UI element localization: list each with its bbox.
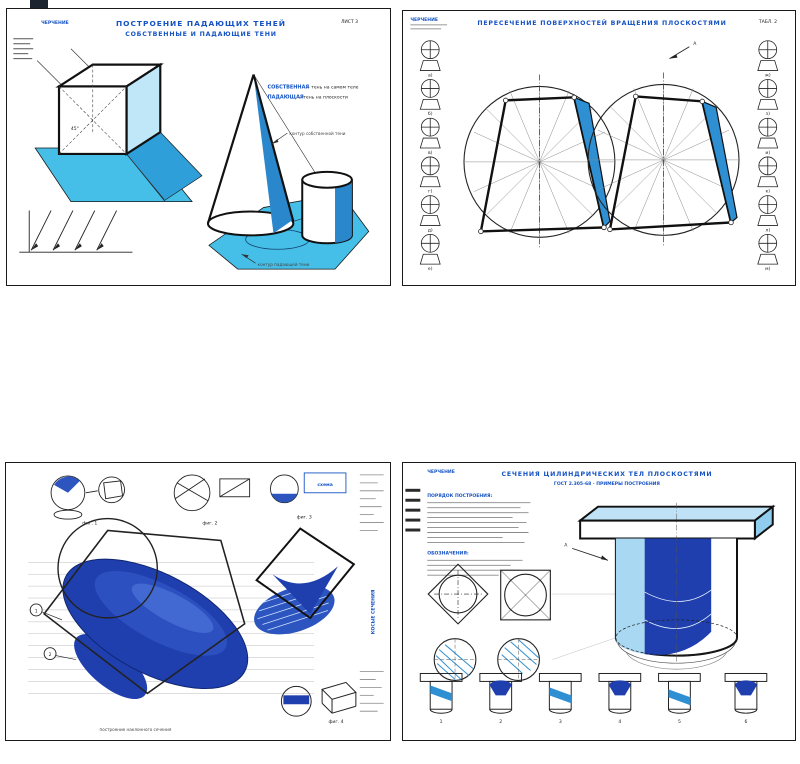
svg-text:е): е) xyxy=(428,266,433,272)
plate-subtitle: ГОСТ 2.305-68 · ПРИМЕРЫ ПОСТРОЕНИЯ xyxy=(554,481,660,487)
bottom-row-figures xyxy=(419,672,768,714)
right-mini-captions: ж) з) и) к) л) м) xyxy=(765,73,771,273)
side-vertical-label: КОСЫЕ СЕЧЕНИЯ xyxy=(371,589,377,634)
plate-shadows: ЧЕРЧЕНИЕ ЛИСТ 3 ПОСТРОЕНИЕ ПАДАЮЩИХ ТЕНЕ… xyxy=(6,8,391,286)
callouts: контур собственной тени контур падающей … xyxy=(241,131,346,267)
left-mini-captions: а) б) в) г) д) е) xyxy=(428,73,433,273)
svg-text:б): б) xyxy=(428,111,433,117)
label-own-shadow: контур собственной тени xyxy=(289,131,345,136)
plate-title-line1: ПОСТРОЕНИЕ ПАДАЮЩИХ ТЕНЕЙ xyxy=(116,19,286,28)
label-cast-shadow: контур падающей тени xyxy=(258,262,310,267)
cylinder-sections-drawing: ЧЕРЧЕНИЕ СЕЧЕНИЯ ЦИЛИНДРИЧЕСКИХ ТЕЛ ПЛОС… xyxy=(405,469,776,725)
plate-title: ПЕРЕСЕЧЕНИЕ ПОВЕРХНОСТЕЙ ВРАЩЕНИЯ ПЛОСКО… xyxy=(477,18,726,27)
bottom-row-captions: 1 2 3 4 5 6 xyxy=(440,719,748,725)
view-arrow: А xyxy=(669,41,697,60)
top-caption-2: фиг. 2 xyxy=(202,521,217,527)
top-group-1 xyxy=(50,475,125,520)
svg-text:1: 1 xyxy=(440,719,443,725)
svg-text:5: 5 xyxy=(678,719,681,725)
cone-cylinder-figure xyxy=(206,74,370,270)
light-direction-diagram xyxy=(19,210,133,253)
sheet-note: ЛИСТ 3 xyxy=(341,19,358,25)
hatched-circle-1 xyxy=(433,638,477,681)
cylinder-base-circle xyxy=(57,517,158,619)
right-cone-construction xyxy=(587,72,740,248)
table-note: ТАБЛ. 2 xyxy=(758,19,777,25)
svg-text:1: 1 xyxy=(35,608,38,614)
view-arrow-label: А xyxy=(693,41,697,47)
cube-shadow-figure: 45° xyxy=(34,48,203,203)
svg-text:3: 3 xyxy=(559,719,562,725)
square-circle-figure xyxy=(500,569,551,621)
shadows-drawing: ЧЕРЧЕНИЕ ЛИСТ 3 ПОСТРОЕНИЕ ПАДАЮЩИХ ТЕНЕ… xyxy=(13,19,370,270)
para2-lines xyxy=(427,559,523,576)
svg-text:л): л) xyxy=(765,227,770,233)
note-box-label: схема xyxy=(317,483,333,488)
diamond-circle-figure xyxy=(427,563,489,625)
svg-text:2: 2 xyxy=(49,652,52,658)
margin-bars xyxy=(405,488,421,532)
para2-heading: ОБОЗНАЧЕНИЯ: xyxy=(427,550,469,556)
right-mini-figures xyxy=(757,40,779,265)
mini-figure-bottom-right xyxy=(280,681,357,717)
prism-outline xyxy=(43,529,246,695)
legend-text-cast: — тень на плоскости xyxy=(297,95,348,100)
legend-term-own: СОБСТВЕННАЯ xyxy=(268,84,310,90)
plate-cylinder-sections: ЧЕРЧЕНИЕ СЕЧЕНИЯ ЦИЛИНДРИЧЕСКИХ ТЕЛ ПЛОС… xyxy=(402,462,796,741)
svg-text:а): а) xyxy=(428,73,433,79)
corner-note: ЧЕРЧЕНИЕ xyxy=(410,17,438,23)
para1-lines xyxy=(427,502,531,543)
tilted-prism-figure xyxy=(254,527,356,635)
legend-term-cast: ПАДАЮЩАЯ xyxy=(268,94,304,100)
right-margin-lines xyxy=(359,474,384,712)
legend-text-own: — тень на самом теле xyxy=(305,85,358,90)
svg-text:2: 2 xyxy=(499,719,502,725)
mini-caption: фиг. 4 xyxy=(328,719,343,725)
scan-artifact xyxy=(30,0,48,9)
cube-angle-label: 45° xyxy=(71,126,79,132)
svg-text:в): в) xyxy=(428,150,433,156)
oblique-sections-drawing: фиг. 1 фиг. 2 схема фиг. 3 xyxy=(28,472,384,732)
plate-oblique-sections: фиг. 1 фиг. 2 схема фиг. 3 xyxy=(5,462,391,741)
top-group-3 xyxy=(270,472,347,504)
svg-text:з): з) xyxy=(766,111,770,117)
header-lines xyxy=(410,24,448,30)
bottom-caption: построение наклонного сечения xyxy=(100,727,172,732)
cone-sections-drawing: ЧЕРЧЕНИЕ ПЕРЕСЕЧЕНИЕ ПОВЕРХНОСТЕЙ ВРАЩЕН… xyxy=(410,17,779,273)
para1-heading: ПОРЯДОК ПОСТРОЕНИЯ: xyxy=(427,493,492,499)
corner-note: ЧЕРЧЕНИЕ xyxy=(427,469,455,475)
svg-text:4: 4 xyxy=(618,719,621,725)
svg-text:м): м) xyxy=(765,266,770,272)
oblique-section-body xyxy=(62,558,249,700)
left-mini-figures xyxy=(419,40,441,265)
plate-title-line2: СОБСТВЕННЫЕ И ПАДАЮЩИЕ ТЕНИ xyxy=(125,31,277,38)
top-caption-3: фиг. 3 xyxy=(297,515,312,521)
svg-text:6: 6 xyxy=(744,719,747,725)
left-cone-construction xyxy=(463,74,616,250)
svg-text:г): г) xyxy=(428,189,432,195)
svg-text:д): д) xyxy=(428,227,433,233)
top-caption-1: фиг. 1 xyxy=(82,521,97,527)
margin-text-lines xyxy=(13,38,34,60)
main-cut-figure: А xyxy=(552,502,776,670)
top-group-2 xyxy=(173,474,251,512)
hatched-circle-2 xyxy=(497,638,540,681)
svg-text:и): и) xyxy=(765,150,770,156)
svg-text:ж): ж) xyxy=(765,73,771,79)
plate-cone-sections: ЧЕРЧЕНИЕ ПЕРЕСЕЧЕНИЕ ПОВЕРХНОСТЕЙ ВРАЩЕН… xyxy=(402,10,796,286)
plate-title: СЕЧЕНИЯ ЦИЛИНДРИЧЕСКИХ ТЕЛ ПЛОСКОСТЯМИ xyxy=(502,471,713,478)
circled-markers: 1 2 xyxy=(29,603,76,661)
section-arrow-label: А xyxy=(564,542,568,548)
legend: СОБСТВЕННАЯ — тень на самом теле ПАДАЮЩА… xyxy=(268,84,359,100)
corner-note: ЧЕРЧЕНИЕ xyxy=(41,20,69,26)
svg-text:к): к) xyxy=(766,189,771,195)
